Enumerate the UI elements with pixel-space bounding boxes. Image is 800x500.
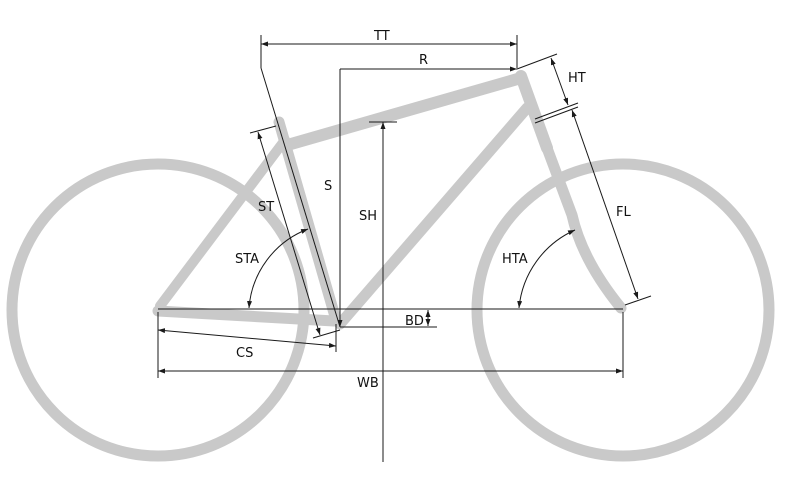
label-bd: BD	[405, 314, 424, 329]
dimension-lines	[157, 35, 652, 462]
head-tube-dimension	[550, 57, 569, 106]
chainstay-dimension	[157, 328, 337, 348]
down-tube	[334, 102, 533, 330]
top-tube	[278, 72, 527, 152]
label-st: ST	[258, 200, 274, 215]
label-hta: HTA	[502, 252, 528, 267]
label-cs: CS	[236, 346, 253, 361]
label-ht: HT	[568, 71, 586, 86]
label-wb: WB	[357, 376, 379, 391]
label-r: R	[419, 53, 428, 68]
head-tube	[515, 70, 553, 154]
label-sh: SH	[359, 209, 377, 224]
fork-length-dimension	[571, 109, 639, 300]
head-tube-angle-arc	[517, 229, 576, 309]
label-s: S	[324, 179, 332, 194]
seat-tube-angle-arc	[247, 228, 309, 309]
label-sta: STA	[235, 252, 259, 267]
label-tt: TT	[373, 29, 390, 44]
label-fl: FL	[616, 205, 631, 220]
